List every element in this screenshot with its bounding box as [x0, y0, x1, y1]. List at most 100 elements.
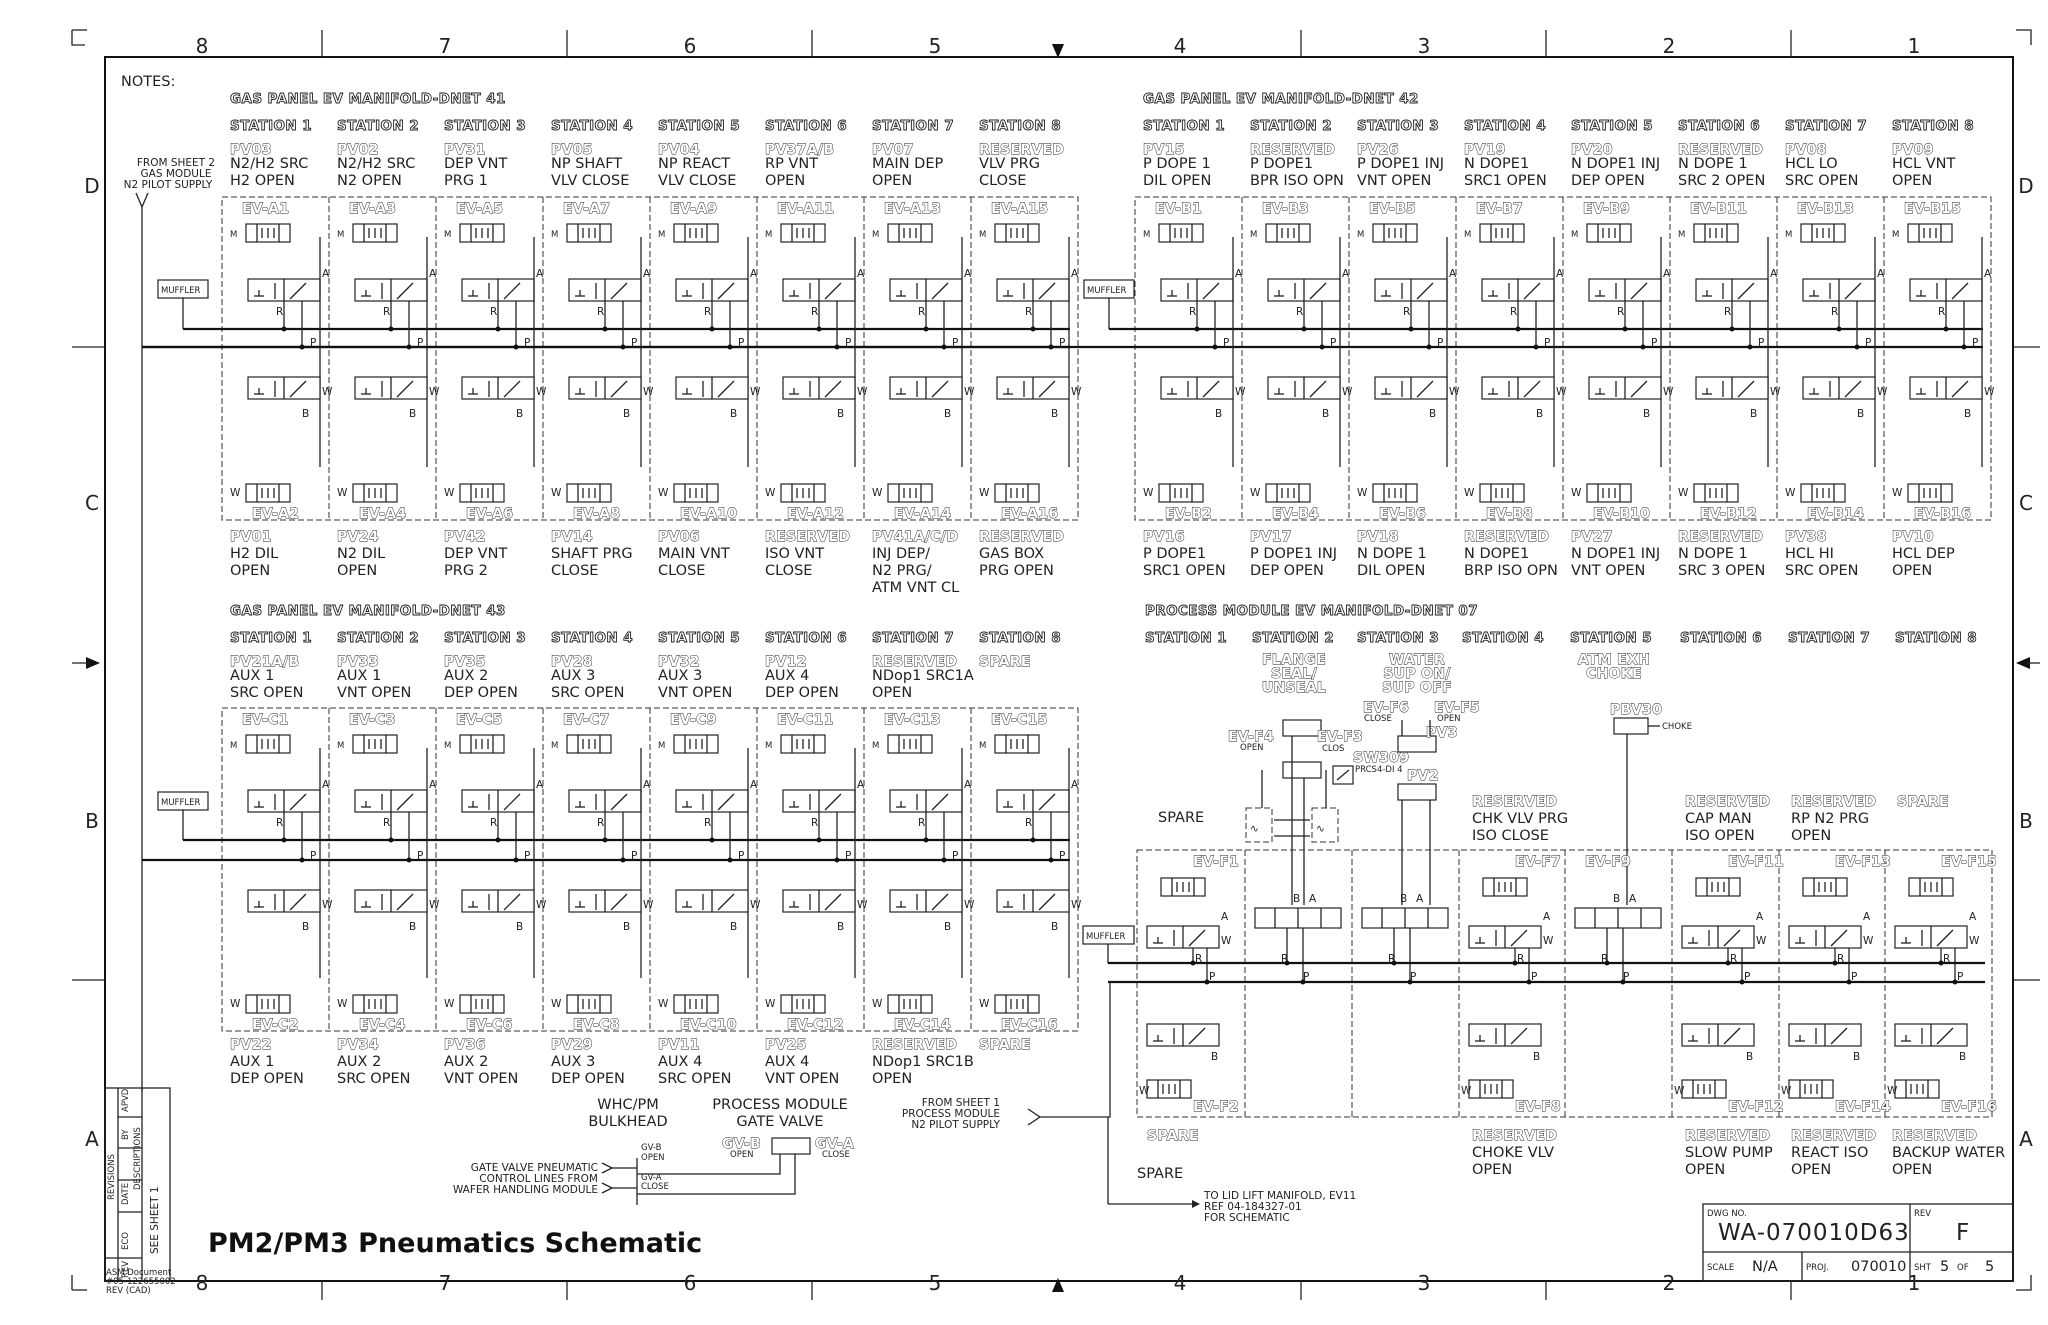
zone-col-5-bottom: 5 — [929, 1271, 942, 1295]
port-a: A — [857, 779, 865, 791]
port-b: B — [1857, 408, 1864, 420]
port-w: W — [1449, 386, 1460, 398]
bottom-valve-desc: N DOPE1 INJ — [1571, 546, 1660, 562]
port-a: A — [1770, 268, 1778, 280]
solenoid-valve-icon — [780, 483, 826, 503]
port-w: W — [979, 487, 990, 499]
solenoid-valve-icon — [566, 483, 612, 503]
port-a: A — [322, 779, 330, 791]
of-label: OF — [1957, 1263, 1969, 1273]
spring-icon: M — [765, 741, 772, 751]
ev-top-label: EV-A13 — [884, 201, 941, 217]
top-valve-desc: OPEN — [872, 173, 912, 189]
rev-col-rev: REV — [121, 1261, 131, 1278]
pm-ev-bottom-label: EV-F16 — [1941, 1099, 1997, 1115]
top-valve-desc: SRC1 OPEN — [1464, 173, 1547, 189]
ev-top-label: EV-C13 — [884, 712, 941, 728]
solenoid-valve-icon — [994, 994, 1040, 1014]
port-b: B — [1051, 408, 1058, 420]
ev-bottom-label: EV-B16 — [1914, 506, 1971, 522]
rev-col-eco: ECO — [121, 1232, 131, 1250]
directional-valve-icon — [1146, 1023, 1220, 1047]
port-w: W — [230, 487, 241, 499]
solenoid-valve-icon — [1695, 877, 1741, 897]
solenoid-valve-icon — [566, 734, 612, 754]
directional-valve-icon — [889, 889, 963, 913]
port-a: A — [1863, 911, 1871, 923]
solenoid-valve-icon — [245, 994, 291, 1014]
zone-col-8: 8 — [196, 34, 209, 58]
port-b: B — [944, 921, 951, 933]
port-w: W — [337, 487, 348, 499]
directional-valve-icon — [354, 889, 428, 913]
pm-ev-top-label: EV-F1 — [1193, 854, 1239, 870]
port-r: R — [1517, 953, 1524, 965]
directional-valve-icon — [354, 789, 428, 813]
port-w: W — [429, 899, 440, 911]
port-p: P — [1303, 971, 1309, 983]
port-b: B — [1964, 408, 1971, 420]
port-w: W — [1071, 899, 1082, 911]
top-valve-desc: P DOPE 1 — [1143, 156, 1211, 172]
pm-s8-lower-id: RESERVED — [1892, 1128, 1977, 1144]
solenoid-valve-icon — [1158, 223, 1204, 243]
rev-col-apvd: APVD — [121, 1088, 131, 1112]
solenoid-valve-icon — [887, 994, 933, 1014]
ev-top-label: EV-B15 — [1904, 201, 1961, 217]
bottom-valve-desc: CLOSE — [765, 563, 812, 579]
directional-valve-icon — [1802, 278, 1876, 302]
pm-station-label: STATION 6 — [1680, 630, 1762, 646]
port-p: P — [1623, 971, 1629, 983]
port-w: W — [1770, 386, 1781, 398]
bottom-valve-desc: H2 DIL — [230, 546, 278, 562]
sw309-label: SW309 — [1353, 750, 1409, 766]
port-w: W — [1556, 386, 1567, 398]
notes-label: NOTES: — [121, 74, 175, 90]
port-w: W — [1969, 935, 1980, 947]
top-valve-desc: H2 OPEN — [230, 173, 295, 189]
bulkhead-line-2: BULKHEAD — [588, 1114, 667, 1130]
port-w: W — [643, 386, 654, 398]
port-r: R — [276, 306, 283, 318]
port-a: A — [1221, 911, 1229, 923]
bulkhead-line-1: WHC/PM — [597, 1097, 659, 1113]
top-valve-desc: VNT OPEN — [1357, 173, 1431, 189]
top-valve-id: PV08 — [1785, 142, 1827, 158]
bottom-valve-id: PV06 — [658, 529, 700, 545]
top-valve-desc: SRC OPEN — [551, 685, 624, 701]
directional-valve-icon — [996, 376, 1070, 400]
pm-station-label: STATION 3 — [1357, 630, 1439, 646]
port-w: W — [857, 899, 868, 911]
bottom-valve-id: PV27 — [1571, 529, 1613, 545]
spring-icon: M — [872, 230, 879, 240]
directional-valve-icon — [1894, 1023, 1968, 1047]
lid-lift-line-2: REF 04-184327-01 — [1204, 1201, 1302, 1213]
directional-valve-icon — [1802, 376, 1876, 400]
manifold-dnet-42: GAS PANEL EV MANIFOLD-DNET 42MUFFLERSTAT… — [142, 91, 1995, 579]
dwg-no: WA-070010D63 — [1718, 1220, 1910, 1246]
solenoid-valve-icon — [1802, 877, 1848, 897]
pilot-supply-sheet1-line-3: N2 PILOT SUPPLY — [911, 1119, 1000, 1131]
port-r: R — [811, 306, 818, 318]
ev-bottom-label: EV-B12 — [1700, 506, 1757, 522]
top-valve-desc: OPEN — [1892, 173, 1932, 189]
ev-bottom-label: EV-C8 — [573, 1017, 620, 1033]
solenoid-valve-icon — [673, 223, 719, 243]
port-b: B — [302, 408, 309, 420]
pm-s1-spare-lower: SPARE — [1137, 1166, 1183, 1182]
pm-muffler-label: MUFFLER — [1086, 932, 1125, 942]
ev-f6-sub: CLOSE — [1364, 714, 1392, 724]
bottom-valve-desc: N DOPE1 — [1464, 546, 1529, 562]
line-a-2: CLOSE — [641, 1182, 669, 1192]
solenoid-valve-icon — [780, 734, 826, 754]
pm-station-label: STATION 7 — [1788, 630, 1870, 646]
port-w: W — [1674, 1085, 1685, 1097]
ev-bottom-label: EV-B14 — [1807, 506, 1864, 522]
port-r: R — [1617, 306, 1624, 318]
ev-bottom-label: EV-B8 — [1486, 506, 1533, 522]
port-b: B — [1533, 1051, 1540, 1063]
bottom-valve-id: PV10 — [1892, 529, 1934, 545]
pm-s2-note-2: SEAL/ — [1271, 666, 1318, 682]
bottom-valve-id: PV16 — [1143, 529, 1185, 545]
directional-valve-icon — [354, 278, 428, 302]
